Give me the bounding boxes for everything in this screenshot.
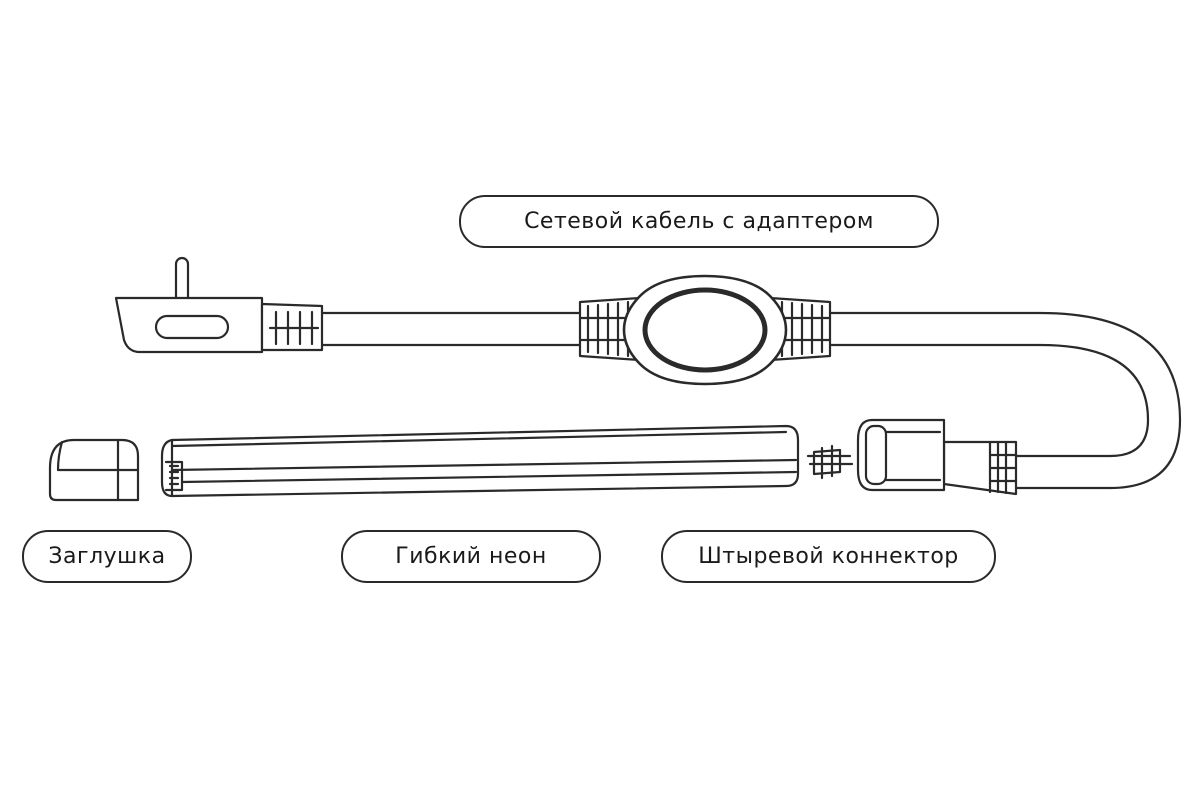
controller-adapter (578, 274, 832, 386)
pin-connector (806, 418, 1018, 496)
power-cable-left (320, 311, 582, 347)
label-end-cap: Заглушка (22, 530, 192, 583)
label-power-cable-text: Сетевой кабель с адаптером (524, 209, 874, 234)
power-cable-right (828, 311, 1182, 490)
flexible-neon-tube (160, 424, 800, 498)
end-cap (48, 438, 140, 502)
power-plug (114, 256, 324, 354)
label-pin-connector-text: Штыревой коннектор (698, 544, 959, 569)
label-end-cap-text: Заглушка (48, 544, 166, 569)
label-flexible-neon: Гибкий неон (341, 530, 601, 583)
label-pin-connector: Штыревой коннектор (661, 530, 996, 583)
label-power-cable: Сетевой кабель с адаптером (459, 195, 939, 248)
label-flexible-neon-text: Гибкий неон (395, 544, 547, 569)
